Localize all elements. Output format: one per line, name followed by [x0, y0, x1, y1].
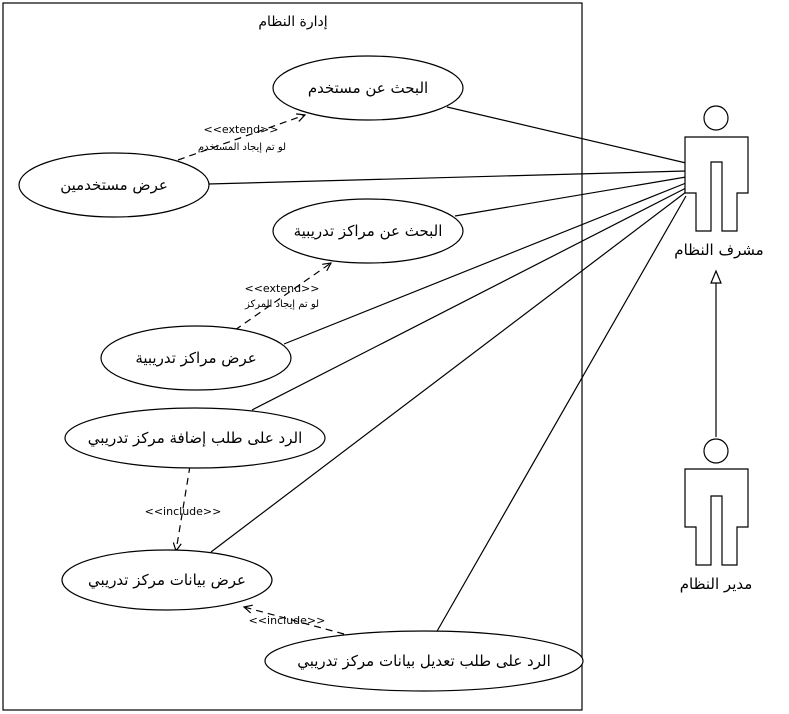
actor-manager[interactable]: مدير النظام: [680, 438, 753, 593]
actor-body: [684, 136, 749, 232]
extend-condition-center: لو تم إيجاد المركز: [244, 299, 319, 310]
actor-body: [684, 468, 749, 566]
generalization-arrowhead: [710, 269, 722, 284]
svg-text:عرض بيانات مركز تدريبي: عرض بيانات مركز تدريبي: [88, 571, 246, 590]
use-case-view-users[interactable]: عرض مستخدمين: [18, 152, 210, 218]
extend-arrow-center: [234, 263, 331, 331]
use-case-search-centers[interactable]: البحث عن مراكز تدريبية: [272, 198, 464, 264]
include-label-edit: <<include>>: [249, 614, 326, 627]
svg-text:الرد على طلب تعديل بيانات مركز: الرد على طلب تعديل بيانات مركز تدريبي: [297, 652, 551, 671]
extend-arrow-user: [177, 115, 305, 161]
include-arrow-add: [176, 465, 191, 551]
svg-text:عرض مستخدمين: عرض مستخدمين: [60, 176, 168, 194]
use-case-view-centers[interactable]: عرض مراكز تدريبية: [100, 325, 292, 391]
actor-supervisor-label: مشرف النظام: [674, 241, 763, 259]
associations: [207, 106, 687, 634]
actor-head: [703, 438, 729, 464]
actor-manager-label: مدير النظام: [680, 575, 753, 593]
use-case-respond-edit-center[interactable]: الرد على طلب تعديل بيانات مركز تدريبي: [264, 630, 584, 692]
extend-label-user: <<extend>>: [204, 123, 279, 136]
svg-text:البحث عن مستخدم: البحث عن مستخدم: [308, 79, 428, 97]
extend-label-center: <<extend>>: [245, 282, 320, 295]
system-title: إدارة النظام: [258, 14, 327, 30]
svg-text:الرد على طلب إضافة مركز تدريبي: الرد على طلب إضافة مركز تدريبي: [88, 429, 303, 448]
use-case-respond-add-center[interactable]: الرد على طلب إضافة مركز تدريبي: [64, 407, 326, 469]
use-case-search-user[interactable]: البحث عن مستخدم: [272, 55, 464, 121]
svg-text:البحث عن مراكز تدريبية: البحث عن مراكز تدريبية: [294, 222, 443, 240]
svg-text:عرض مراكز تدريبية: عرض مراكز تدريبية: [135, 349, 256, 367]
extend-condition-user: لو تم إيجاد المستخدم: [198, 142, 286, 153]
system-boundary: [2, 2, 583, 711]
actor-head: [703, 105, 729, 131]
include-arrow-edit: [244, 607, 345, 635]
use-case-view-center-data[interactable]: عرض بيانات مركز تدريبي: [61, 549, 273, 611]
actor-supervisor[interactable]: مشرف النظام: [674, 105, 764, 259]
include-label-add: <<include>>: [145, 505, 222, 518]
